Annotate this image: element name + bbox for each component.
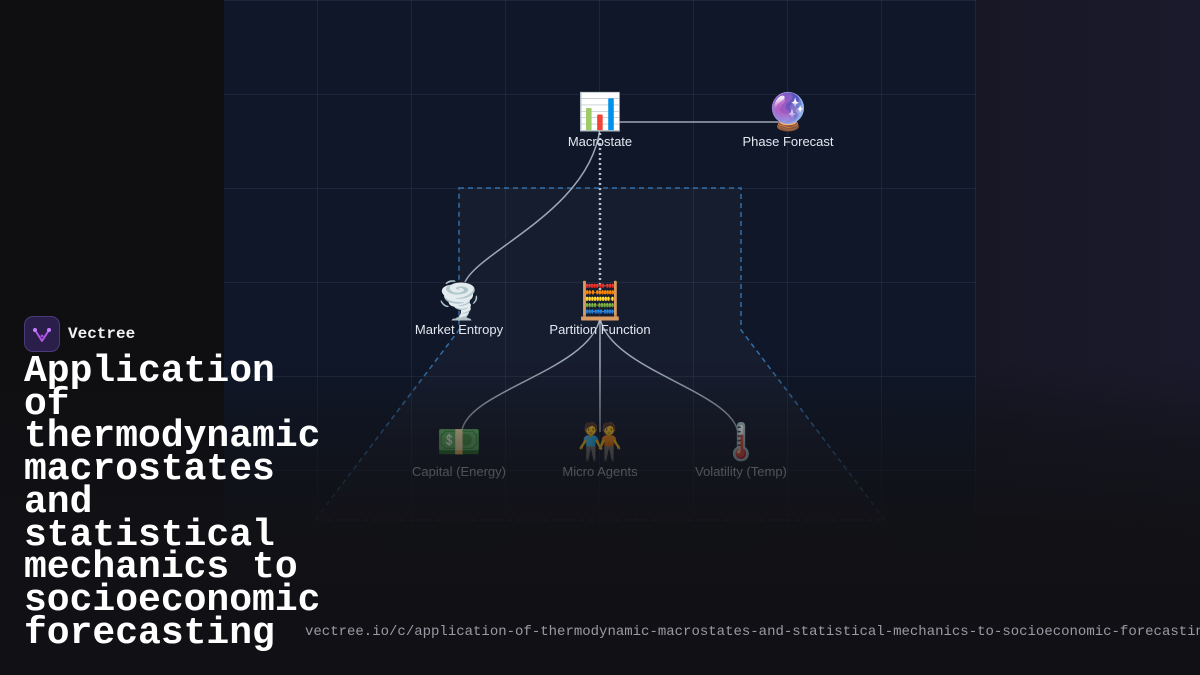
node-label-micro-agents: Micro Agents	[562, 464, 638, 479]
brand[interactable]: Vectree	[24, 316, 136, 352]
node-label-partition-function: Partition Function	[549, 322, 650, 337]
tornado-icon: 🌪️	[437, 279, 482, 322]
node-label-macrostate: Macrostate	[568, 134, 632, 149]
node-label-market-entropy: Market Entropy	[415, 322, 504, 337]
node-macrostate[interactable]: 📊 Macrostate	[568, 91, 632, 149]
thermometer-icon: 🌡️	[719, 421, 764, 463]
crystal-ball-icon: 🔮	[766, 91, 811, 133]
bar-chart-icon: 📊	[578, 91, 623, 133]
node-label-volatility: Volatility (Temp)	[695, 464, 787, 479]
abacus-icon: 🧮	[578, 280, 623, 322]
page-title: Application of thermodynamic macrostates…	[24, 350, 321, 655]
page-url[interactable]: vectree.io/c/application-of-thermodynami…	[305, 624, 1200, 640]
people-icon: 🧑‍🤝‍🧑	[578, 421, 623, 463]
vectree-logo-icon	[24, 316, 60, 352]
node-label-phase-forecast: Phase Forecast	[742, 134, 833, 149]
node-phase-forecast[interactable]: 🔮 Phase Forecast	[742, 91, 833, 149]
node-label-capital: Capital (Energy)	[412, 464, 506, 479]
brand-name: Vectree	[68, 325, 136, 343]
banknote-icon: 💵	[437, 422, 482, 463]
